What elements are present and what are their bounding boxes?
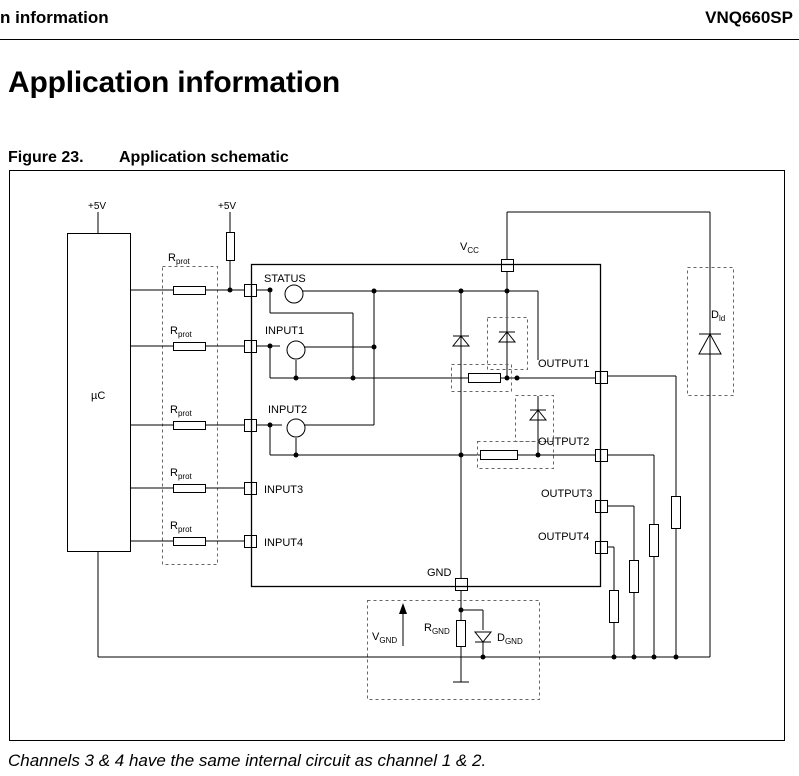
rprot-label: Rprot <box>170 520 193 534</box>
figure-note: Channels 3 & 4 have the same internal ci… <box>8 751 487 770</box>
pin-label-input2: INPUT2 <box>268 404 307 416</box>
supply-label-1: +5V <box>88 201 106 212</box>
pin-gnd <box>455 578 468 591</box>
gnd-label: GND <box>427 567 452 579</box>
output1-load <box>671 496 681 529</box>
output4-load <box>609 590 619 623</box>
figure-caption: Figure 23. Application schematic <box>8 149 289 167</box>
pin-label-status: STATUS <box>264 273 306 285</box>
pin-label-output4: OUTPUT4 <box>538 531 589 543</box>
dgnd-label: DGND <box>497 632 523 646</box>
gnd-network-outline <box>367 600 540 700</box>
rgnd-label: RGND <box>424 622 450 636</box>
pin-output4 <box>595 541 608 554</box>
vgnd-label: VGND <box>372 631 397 645</box>
running-header-part-number: VNQ660SP <box>705 8 793 27</box>
pin-input3 <box>244 482 257 495</box>
rgnd-resistor <box>456 620 466 647</box>
supply-label-2: +5V <box>218 201 236 212</box>
ic-body <box>250 263 602 588</box>
pin-label-output1: OUTPUT1 <box>538 358 589 370</box>
pin-input2 <box>244 419 257 432</box>
dld-outline <box>687 267 734 396</box>
pin-output3 <box>595 500 608 513</box>
pin-vcc <box>501 259 514 272</box>
running-header-section: n information <box>0 8 109 27</box>
pin-input1 <box>244 340 257 353</box>
rprot-label: Rprot <box>170 325 193 339</box>
pin-label-output2: OUTPUT2 <box>538 436 589 448</box>
rprot-label: Rprot <box>170 467 193 481</box>
pin-label-input1: INPUT1 <box>265 325 304 337</box>
pin-output2 <box>595 449 608 462</box>
microcontroller-label: µC <box>91 390 105 402</box>
rprot-group-outline <box>162 266 218 565</box>
header-divider <box>0 39 799 40</box>
pin-label-output3: OUTPUT3 <box>541 488 592 500</box>
figure-title: Application schematic <box>119 149 289 166</box>
pin-output1 <box>595 371 608 384</box>
pin-input4 <box>244 535 257 548</box>
output2-load <box>649 524 659 557</box>
pin-status <box>244 284 257 297</box>
status-pullup-resistor <box>226 232 235 261</box>
figure-frame <box>9 170 785 741</box>
rprot-label: Rprot <box>168 252 191 266</box>
rprot-label: Rprot <box>170 404 193 418</box>
section-title: Application information <box>8 66 341 99</box>
dld-label: Dld <box>711 309 725 323</box>
pin-label-input4: INPUT4 <box>264 537 303 549</box>
microcontroller-block <box>67 233 131 552</box>
vcc-label: VCC <box>460 241 479 255</box>
output3-load <box>629 560 639 593</box>
pin-label-input3: INPUT3 <box>264 484 303 496</box>
figure-number: Figure 23. <box>8 149 84 166</box>
